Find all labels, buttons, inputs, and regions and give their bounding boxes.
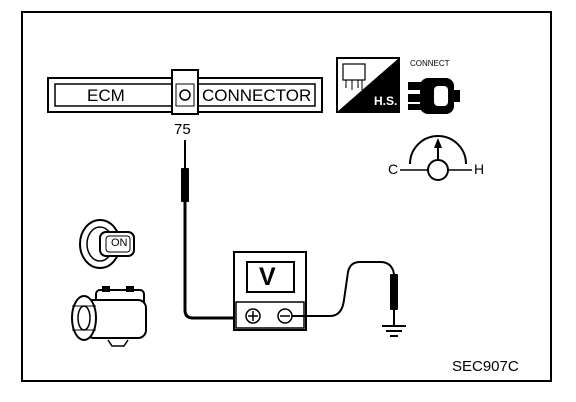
- cold-label: C: [388, 161, 399, 177]
- harness-side-icon: [336, 57, 400, 113]
- ground-icon: [382, 325, 406, 337]
- connect-label: CONNECT: [410, 59, 450, 68]
- ignition-on-label: ON: [111, 237, 128, 249]
- connect-icon: [408, 78, 460, 114]
- voltmeter: [233, 251, 307, 331]
- ecm-connector: [47, 69, 323, 115]
- connector-label: CONNECTOR: [202, 86, 312, 105]
- positive-probe-lead: [181, 140, 236, 320]
- terminal-number: 75: [174, 121, 191, 138]
- hot-label: H: [474, 161, 485, 177]
- figure-id: SEC907C: [452, 358, 519, 375]
- temperature-gauge-icon: [400, 135, 472, 181]
- engine-icon: [71, 286, 147, 347]
- ignition-key-icon: [79, 219, 135, 269]
- hs-label: H.S.: [374, 94, 398, 108]
- ecm-label: ECM: [87, 86, 125, 105]
- ground-lead: [292, 261, 406, 337]
- voltmeter-label: V: [259, 263, 276, 291]
- terminal-pin-icon: [179, 89, 191, 101]
